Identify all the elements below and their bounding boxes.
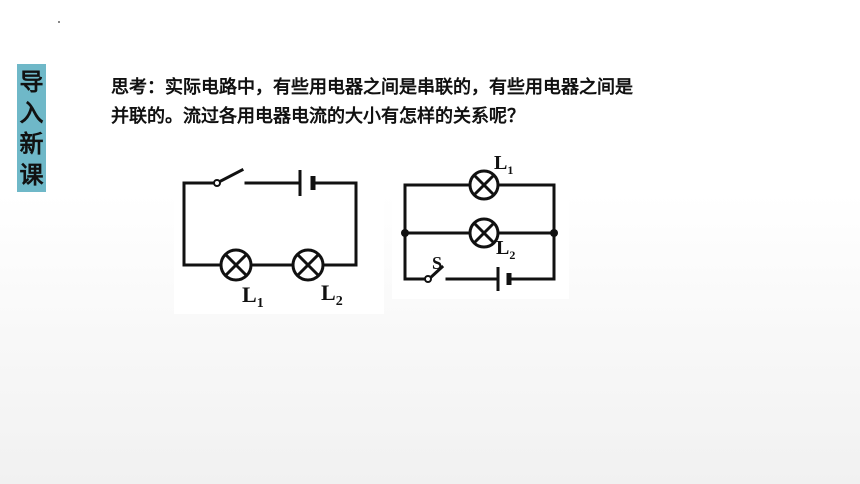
lamp-2-label: L2 <box>321 280 343 309</box>
question-line-2: 并联的。流过各用电器电流的大小有怎样的关系呢？ <box>111 106 525 127</box>
lamp-1-label: L1 <box>494 152 513 177</box>
lamp-icon <box>468 169 500 201</box>
series-circuit-svg: L1 L2 <box>182 167 358 311</box>
switch-contact <box>213 179 221 187</box>
section-tab-char: 入 <box>19 98 44 127</box>
question-line-1: 思考：实际电路中，有些用电器之间是串联的，有些用电器之间是 <box>111 77 633 98</box>
parallel-circuit-svg: L1 L2 S <box>401 152 558 291</box>
lamp-2-label: L2 <box>496 237 515 262</box>
lamp-1-label: L1 <box>242 282 264 311</box>
section-tab-char: 新 <box>19 129 44 158</box>
lamp-icon <box>291 248 325 282</box>
decorative-dot <box>58 21 60 23</box>
lamp-icon <box>219 248 253 282</box>
parallel-circuit-diagram: L1 L2 S <box>392 151 569 299</box>
section-tab: 导 入 新 课 <box>17 64 46 192</box>
junction-dot <box>550 229 558 237</box>
section-tab-char: 导 <box>19 67 44 96</box>
switch-blade <box>214 167 245 186</box>
question-text: 思考：实际电路中，有些用电器之间是串联的，有些用电器之间是 并联的。流过各用电器… <box>111 73 771 131</box>
switch-label: S <box>432 253 442 273</box>
lamp-icon <box>468 217 500 249</box>
switch-contact <box>424 275 432 283</box>
junction-dot <box>401 229 409 237</box>
section-tab-char: 课 <box>19 160 44 189</box>
series-circuit-diagram: L1 L2 <box>174 156 384 314</box>
